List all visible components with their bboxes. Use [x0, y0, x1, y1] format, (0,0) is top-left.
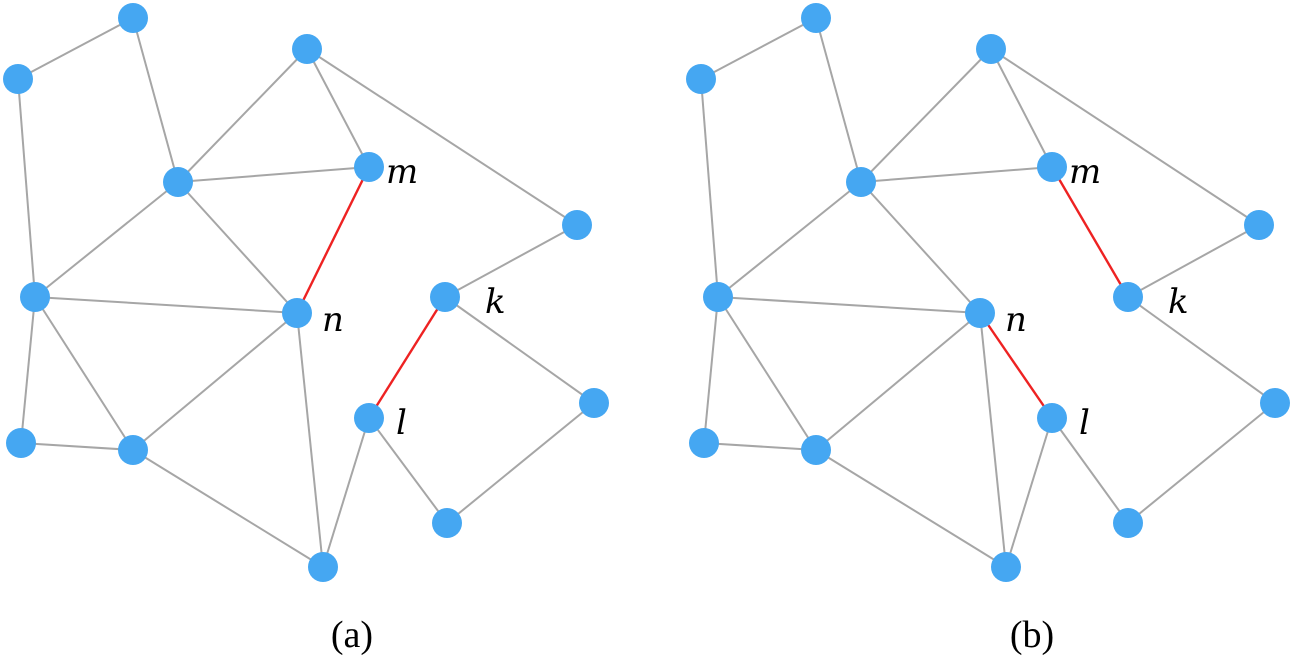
edge-p5-p8 [34, 181, 179, 298]
edge-p6-k [444, 224, 578, 298]
edge-p3-p5 [177, 48, 308, 183]
edge-p8-p13 [717, 296, 817, 451]
edge-p8-n [34, 296, 298, 314]
edge-p8-p12 [20, 296, 36, 444]
edge-p14-p11 [446, 402, 595, 524]
edge-p5-m [860, 166, 1053, 183]
edge-p5-p8 [717, 181, 862, 298]
node-k [1113, 282, 1143, 312]
edge-p1-p5 [815, 17, 862, 183]
edge-p5-n [177, 181, 298, 314]
node-label-m: m [1069, 152, 1101, 192]
edge-p5-m [177, 166, 370, 183]
node-k [430, 282, 460, 312]
node-p12 [6, 428, 36, 458]
node-p11 [579, 388, 609, 418]
edge-p13-n [815, 312, 981, 451]
highlighted-edge-k-l [367, 296, 447, 419]
node-label-l: l [396, 403, 407, 443]
edge-p8-n [717, 296, 981, 314]
edge-p6-k [1127, 224, 1260, 298]
node-n [965, 298, 995, 328]
node-p8 [20, 282, 50, 312]
edge-p1-p2 [700, 17, 817, 80]
edge-p8-p12 [703, 296, 719, 444]
edge-l-p14 [1051, 417, 1129, 524]
node-p2 [686, 64, 716, 94]
edge-p1-p2 [17, 17, 134, 80]
node-p8 [703, 282, 733, 312]
node-label-n: n [322, 300, 344, 340]
edge-p3-p5 [860, 48, 992, 183]
edge-l-p15 [322, 417, 370, 568]
edge-p8-p13 [34, 296, 134, 451]
node-p14 [432, 508, 462, 538]
edge-p13-p15 [132, 449, 324, 568]
edge-p3-p6 [990, 48, 1260, 226]
edge-p2-p8 [700, 78, 719, 298]
node-p13 [118, 435, 148, 465]
node-p14 [1113, 508, 1143, 538]
edge-p12-p13 [20, 442, 134, 451]
node-p13 [801, 435, 831, 465]
panel-caption: (b) [1010, 614, 1054, 656]
node-n [282, 298, 312, 328]
node-label-l: l [1079, 403, 1090, 443]
edge-p13-n [132, 312, 298, 451]
edge-p3-p6 [306, 48, 578, 226]
edge-l-p14 [368, 417, 448, 524]
node-p5 [846, 167, 876, 197]
node-l [354, 403, 384, 433]
panel-a: m n k l (a) [3, 3, 609, 656]
highlighted-edge-m-n [295, 166, 371, 314]
node-m [1037, 152, 1067, 182]
edge-l-p15 [1005, 417, 1053, 568]
edge-p2-p8 [17, 78, 36, 298]
node-m [354, 152, 384, 182]
node-p11 [1260, 388, 1290, 418]
edge-p5-n [860, 181, 981, 314]
edge-p3-m [990, 48, 1053, 168]
panel-caption: (a) [331, 614, 373, 656]
node-p3 [976, 34, 1006, 64]
panel-b: m n k l (b) [686, 3, 1290, 656]
edge-n-p15 [296, 312, 324, 568]
node-label-n: n [1005, 300, 1027, 340]
highlighted-edge-n-l [979, 312, 1053, 419]
node-label-k: k [485, 282, 506, 322]
node-label-m: m [386, 152, 418, 192]
node-p2 [3, 64, 33, 94]
edge-n-p15 [979, 312, 1007, 568]
edge-p14-p11 [1127, 402, 1276, 524]
node-p1 [118, 3, 148, 33]
edge-k-p11 [1127, 296, 1276, 404]
node-p15 [991, 552, 1021, 582]
node-label-k: k [1168, 282, 1189, 322]
node-p6 [1244, 210, 1274, 240]
edge-p3-m [306, 48, 370, 168]
edge-p12-p13 [703, 442, 817, 451]
edge-p13-p15 [815, 449, 1007, 568]
node-p15 [308, 552, 338, 582]
edge-p1-p5 [132, 17, 179, 183]
node-p6 [562, 210, 592, 240]
node-p12 [689, 428, 719, 458]
node-p3 [292, 34, 322, 64]
edge-k-p11 [444, 296, 595, 404]
node-p1 [801, 3, 831, 33]
node-p5 [163, 167, 193, 197]
highlighted-edge-m-k [1050, 166, 1130, 298]
node-l [1037, 403, 1067, 433]
